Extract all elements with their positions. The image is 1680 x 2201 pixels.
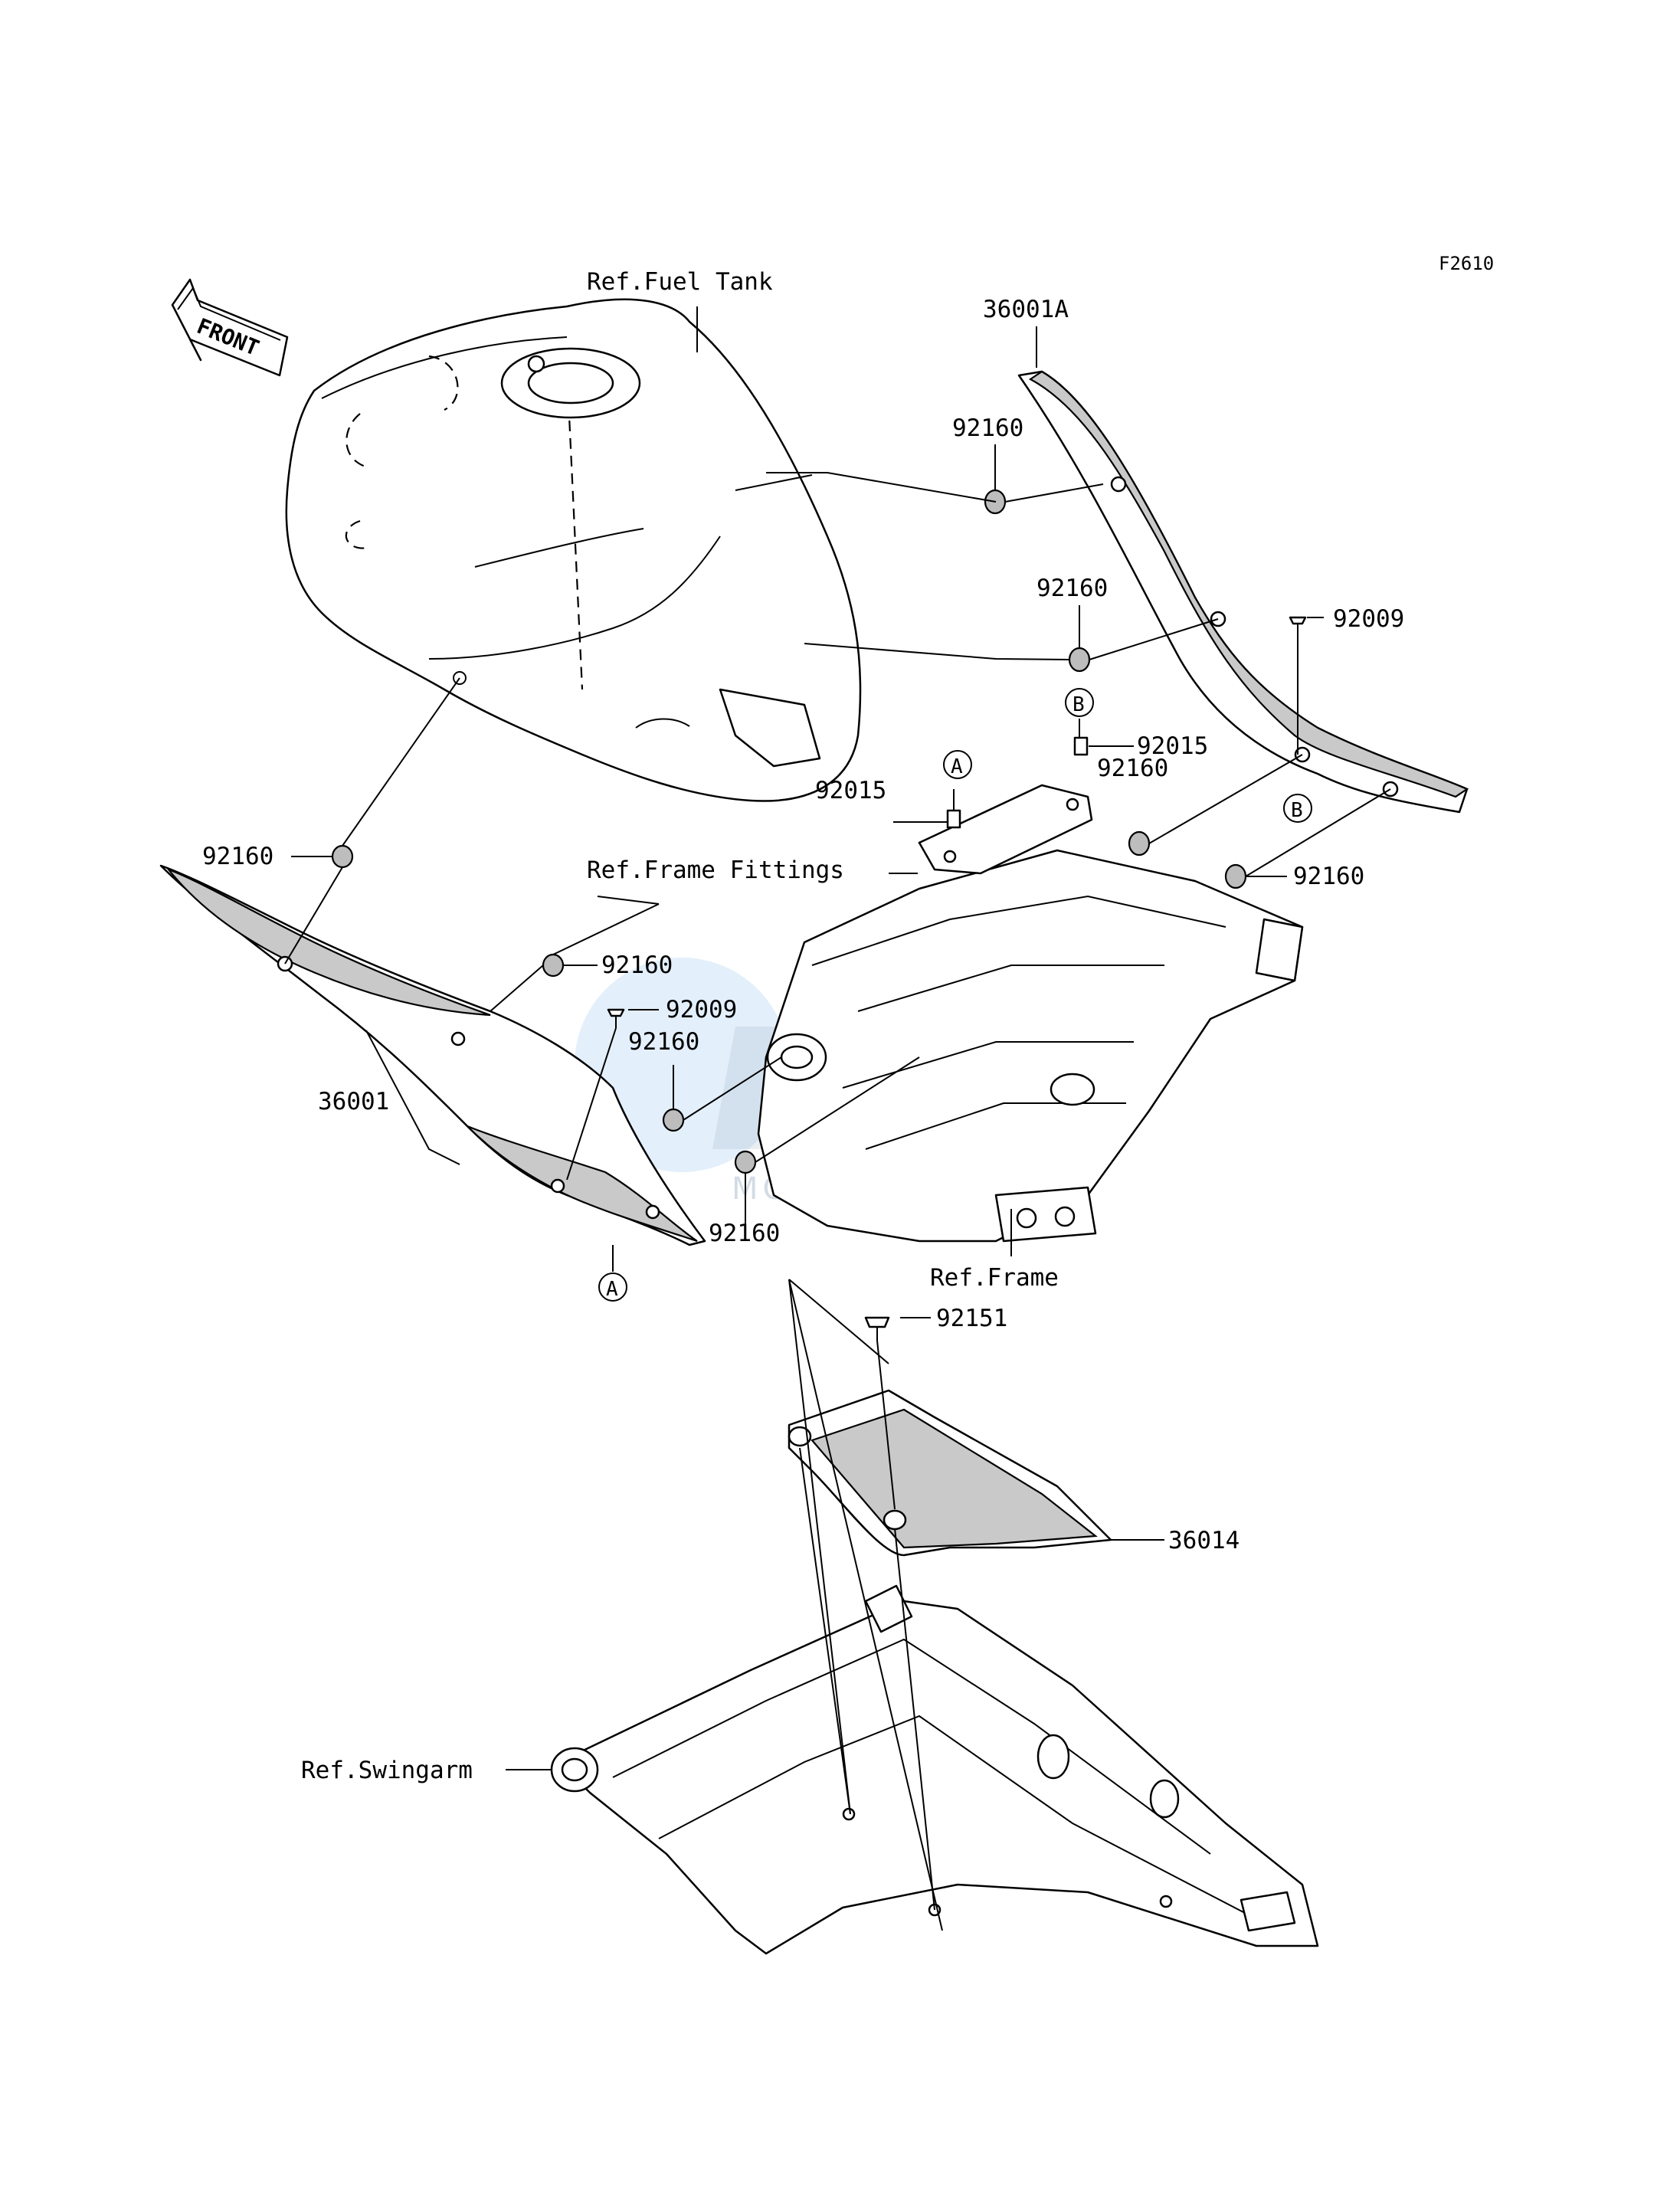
ref-fuel-tank-label: Ref.Fuel Tank <box>587 268 773 296</box>
part-label-92160-e: 92160 <box>202 843 273 870</box>
side-cover-36001A-drawing <box>1017 370 1469 814</box>
ref-frame-label: Ref.Frame <box>930 1264 1059 1292</box>
swingarm-drawing <box>550 1584 1319 1955</box>
reference-markers: A B B A <box>598 688 1312 1302</box>
part-label-92160-f: 92160 <box>601 951 673 979</box>
part-label-92160-b: 92160 <box>1036 575 1108 602</box>
part-label-92015-left: 92015 <box>815 777 886 804</box>
marker-a-top: A <box>951 755 963 778</box>
part-label-92009-left: 92009 <box>666 996 737 1024</box>
diagram-code: F2610 <box>1439 253 1494 274</box>
part-label-92160-h: 92160 <box>709 1220 780 1247</box>
fasteners <box>607 616 1307 1341</box>
part-label-92009-right: 92009 <box>1333 605 1404 633</box>
part-label-36014: 36014 <box>1168 1527 1240 1554</box>
part-label-92160-c: 92160 <box>1097 755 1168 782</box>
part-label-36001: 36001 <box>318 1088 389 1115</box>
part-label-92160-d: 92160 <box>1293 863 1364 890</box>
part-label-92151: 92151 <box>936 1305 1007 1332</box>
fuel-tank-drawing <box>285 298 862 802</box>
marker-b-right: B <box>1291 799 1303 822</box>
leader-lines <box>284 306 1391 1931</box>
side-cover-36001-drawing <box>159 864 706 1246</box>
part-label-92160-a: 92160 <box>952 414 1023 442</box>
part-label-92015-right: 92015 <box>1137 732 1208 760</box>
labels: F2610 Ref.Fuel Tank 36001A 92160 92160 9… <box>202 253 1494 1784</box>
marker-b-top: B <box>1073 693 1085 716</box>
part-label-36001A: 36001A <box>983 296 1069 323</box>
chain-cover-36014-drawing <box>788 1389 1112 1557</box>
ref-swingarm-label: Ref.Swingarm <box>301 1757 473 1784</box>
marker-a-bottom: A <box>606 1278 618 1301</box>
ref-frame-fittings-label: Ref.Frame Fittings <box>587 856 844 884</box>
frame-fittings-drawing <box>918 784 1093 875</box>
front-arrow-icon: FRONT <box>171 278 289 377</box>
part-label-92160-g: 92160 <box>628 1028 699 1056</box>
grommets-92160 <box>331 489 1247 1174</box>
